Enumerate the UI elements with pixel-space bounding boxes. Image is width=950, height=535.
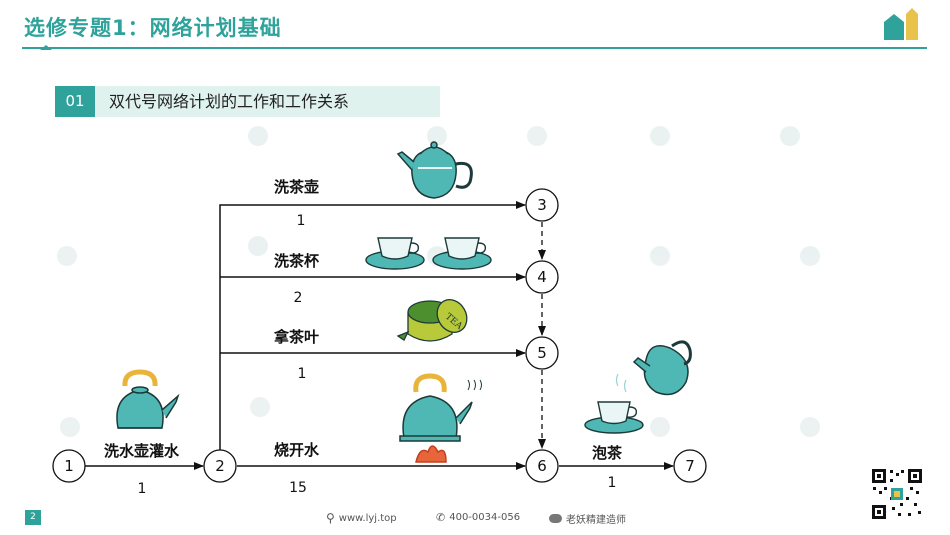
section-number: 01 [55,86,95,117]
node-1: 1 [52,449,86,483]
node-2: 2 [203,449,237,483]
wechat-icon [549,514,562,523]
header-rule-notch [40,45,52,50]
svg-text:6: 6 [537,457,547,475]
wechat-text: 老妖精建造师 [566,515,626,526]
activity-label-boil-water: 烧开水 [274,441,320,459]
footer-website[interactable]: ⚲ www.lyj.top [326,511,397,525]
node-5: 5 [525,336,559,370]
activity-duration-brew-tea: 1 [608,475,617,491]
search-icon: ⚲ [326,511,335,525]
teacup-icon [365,237,425,270]
page-title: 选修专题1：网络计划基础 [24,16,282,40]
svg-text:2: 2 [215,457,225,475]
page-number: 2 [25,510,41,525]
footer-phone: ✆ 400-0034-056 [436,511,520,524]
tea-tin-icon: TEA [396,299,468,342]
activity-label-fill-kettle: 洗水壶灌水 [104,442,180,460]
node-4: 4 [525,260,559,294]
svg-text:1: 1 [64,457,74,475]
activity-label-wash-teapot: 洗茶壶 [274,178,319,196]
svg-text:3: 3 [537,196,547,214]
kettle-icon [116,369,180,429]
section-title: 双代号网络计划的工作和工作关系 [109,92,350,111]
watermarks [57,126,820,437]
activity-duration-fill-kettle: 1 [138,481,147,497]
svg-text:7: 7 [685,457,695,475]
node-3: 3 [525,188,559,222]
phone-icon: ✆ [436,511,446,524]
activity-label-wash-cups: 洗茶杯 [274,252,320,270]
phone-text: 400-0034-056 [449,512,521,523]
activity-label-brew-tea: 泡茶 [592,444,623,462]
activity-duration-wash-teapot: 1 [297,213,306,229]
node-6: 6 [525,449,559,483]
brand-logo-icon [884,8,918,40]
qr-code[interactable] [870,467,924,521]
pouring-teapot-icon [615,340,692,396]
boiling-kettle-icon [399,373,482,463]
website-text: www.lyj.top [338,512,397,524]
footer-wechat: 老妖精建造师 [549,511,626,526]
header-rule [22,47,927,49]
activity-duration-wash-cups: 2 [294,290,303,306]
teapot-icon [396,141,473,199]
activity-label-get-tea: 拿茶叶 [273,328,319,346]
svg-text:4: 4 [537,268,547,286]
activity-duration-get-tea: 1 [298,366,307,382]
arrow-2-3 [219,201,526,450]
svg-text:5: 5 [537,344,547,362]
teacup-icon [584,401,644,434]
activity-duration-boil-water: 15 [289,480,307,496]
section-heading: 01 双代号网络计划的工作和工作关系 [55,86,440,117]
node-7: 7 [673,449,707,483]
teacup-icon [432,237,492,270]
